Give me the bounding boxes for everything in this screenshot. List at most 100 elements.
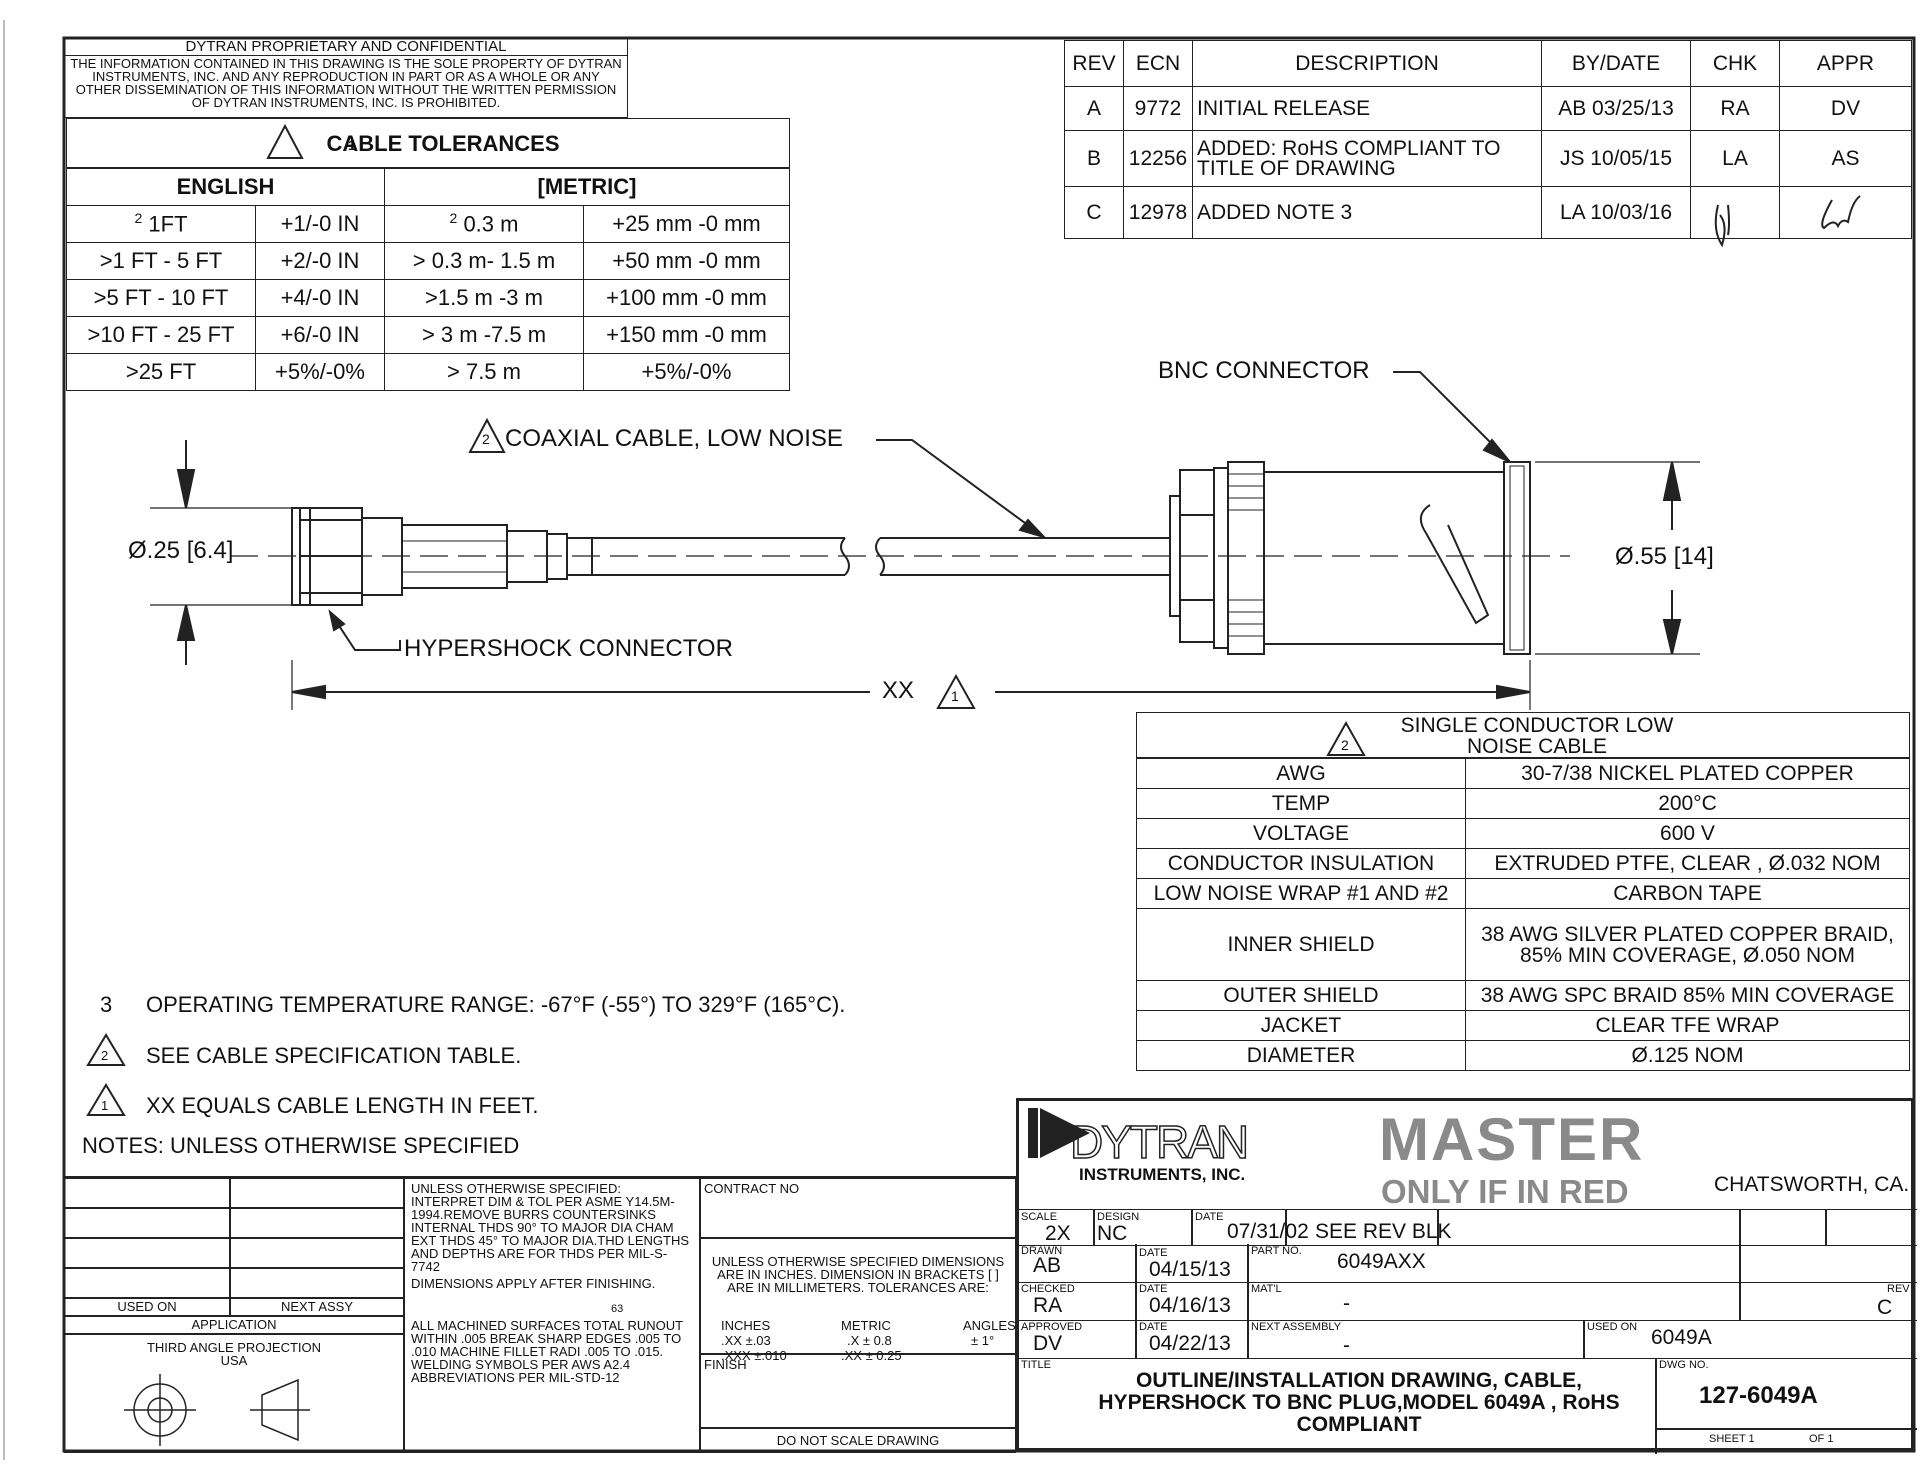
spec-flag-number: 2 xyxy=(1341,737,1349,753)
general-notes: UNLESS OTHERWISE SPECIFIED: INTERPRET DI… xyxy=(411,1181,690,1274)
tolerances-title-text: CABLE TOLERANCES xyxy=(326,131,560,156)
tol-inches-2: .XXX ±.010 xyxy=(721,1348,787,1363)
scale-label: SCALE xyxy=(1021,1211,1058,1223)
coax-flag-number: 2 xyxy=(482,431,490,447)
drawn-date-label: DATE xyxy=(1139,1247,1168,1259)
master-stamp-subtitle: ONLY IF IN RED xyxy=(1381,1173,1629,1210)
table-row: 2 1FT +1/-0 IN 2 0.3 m +25 mm -0 mm xyxy=(66,205,790,243)
sheet-number: SHEET 1 xyxy=(1709,1433,1755,1445)
approved-label: APPROVED xyxy=(1021,1321,1083,1333)
spec-title: 2 SINGLE CONDUCTOR LOW NOISE CABLE xyxy=(1136,712,1910,758)
part-no-label: PART NO. xyxy=(1251,1245,1302,1257)
contract-no-label: CONTRACT NO xyxy=(704,1181,800,1196)
checked-label: CHECKED xyxy=(1021,1283,1075,1295)
machined-surfaces-note: ALL MACHINED SURFACES TOTAL RUNOUT WITHI… xyxy=(411,1318,683,1385)
application-label: APPLICATION xyxy=(64,1316,404,1334)
approved-date: 04/22/13 xyxy=(1149,1332,1231,1355)
projection-box: THIRD ANGLE PROJECTION USA xyxy=(64,1334,404,1453)
drawing-title: OUTLINE/INSTALLATION DRAWING, CABLE, HYP… xyxy=(1098,1369,1620,1436)
note-1: XX EQUALS CABLE LENGTH IN FEET. xyxy=(146,1093,539,1118)
see-rev-block: SEE REV BLK xyxy=(1315,1220,1452,1243)
confidential-title: DYTRAN PROPRIETARY AND CONFIDENTIAL xyxy=(65,39,627,56)
table-row: >1 FT - 5 FT+2/-0 IN> 0.3 m- 1.5 m+50 mm… xyxy=(66,242,790,280)
location-label: CHATSWORTH, CA. xyxy=(1714,1173,1910,1196)
used-on-value: 6049A xyxy=(1651,1326,1712,1349)
design-date-label: DATE xyxy=(1195,1211,1224,1223)
rev-label: REV xyxy=(1887,1283,1910,1295)
tol-metric-2: .XX ± 0.25 xyxy=(841,1348,902,1363)
dwg-no-label: DWG NO. xyxy=(1659,1359,1709,1371)
next-assy-label: NEXT ASSY xyxy=(230,1298,404,1316)
metric-header: [METRIC] xyxy=(384,168,790,206)
surface-finish-value: 63 xyxy=(611,1303,624,1315)
projection-country: USA xyxy=(220,1353,248,1368)
design-label: DESIGN xyxy=(1097,1211,1140,1223)
note-3-number: 3 xyxy=(100,992,113,1017)
approved-date-label: DATE xyxy=(1139,1321,1168,1333)
used-on-label: USED ON xyxy=(64,1298,230,1316)
length-flag-number: 1 xyxy=(951,688,959,704)
do-not-scale: DO NOT SCALE DRAWING xyxy=(700,1428,1016,1453)
checked-date: 04/16/13 xyxy=(1149,1294,1231,1317)
part-no-value: 6049AXX xyxy=(1337,1250,1426,1273)
matl-label: MAT'L xyxy=(1251,1283,1282,1295)
finish-label: FINISH xyxy=(704,1357,747,1372)
tol-inches-1: .XX ±.03 xyxy=(721,1333,771,1348)
table-row: >10 FT - 25 FT+6/-0 IN> 3 m -7.5 m+150 m… xyxy=(66,316,790,354)
approved-value: DV xyxy=(1033,1332,1063,1355)
title-label: TITLE xyxy=(1021,1359,1051,1371)
table-row: >5 FT - 10 FT+4/-0 IN>1.5 m -3 m+100 mm … xyxy=(66,279,790,317)
cable-tolerances-table: 1 CABLE TOLERANCES ENGLISH [METRIC] 2 1F… xyxy=(66,118,790,391)
used-on-title-label: USED ON xyxy=(1587,1321,1638,1333)
spec-title-text: SINGLE CONDUCTOR LOW NOISE CABLE xyxy=(1400,714,1674,758)
tol-metric-header: METRIC xyxy=(841,1318,891,1333)
tolerance-box: UNLESS OTHERWISE SPECIFIED DIMENSIONS AR… xyxy=(700,1238,1016,1362)
tol-angles: ± 1° xyxy=(971,1333,995,1348)
title-block-left: USED ON NEXT ASSY APPLICATION THIRD ANGL… xyxy=(64,1176,1016,1453)
right-diameter-label: Ø.55 [14] xyxy=(1615,543,1714,570)
dwg-no-value: 127-6049A xyxy=(1699,1382,1818,1409)
contract-box: CONTRACT NO xyxy=(700,1178,1016,1238)
dimensions-note: UNLESS OTHERWISE SPECIFIED DIMENSIONS AR… xyxy=(711,1254,1005,1295)
third-angle-projection-symbol xyxy=(124,1374,310,1446)
master-stamp: MASTER xyxy=(1379,1106,1645,1173)
drawn-date: 04/15/13 xyxy=(1149,1258,1231,1281)
company-subtitle: INSTRUMENTS, INC. xyxy=(1079,1165,1246,1184)
coaxial-cable-label: COAXIAL CABLE, LOW NOISE xyxy=(505,425,843,452)
note-2-flag-number: 2 xyxy=(101,1048,109,1063)
svg-text:DYTRAN: DYTRAN xyxy=(1070,1116,1247,1168)
title-block-right: INSTRUMENTS, INC. MASTER ONLY IF IN RED … xyxy=(1016,1098,1917,1454)
design-value: NC xyxy=(1097,1222,1128,1245)
scale-value: 2X xyxy=(1045,1222,1071,1245)
dimensions-after-finishing: DIMENSIONS APPLY AFTER FINISHING. xyxy=(411,1276,656,1291)
design-date: 07/31/02 xyxy=(1227,1220,1309,1243)
next-assembly-value: - xyxy=(1343,1334,1350,1357)
bnc-connector-label: BNC CONNECTOR xyxy=(1158,357,1370,384)
checked-value: RA xyxy=(1033,1294,1063,1317)
hypershock-connector-label: HYPERSHOCK CONNECTOR xyxy=(404,635,733,662)
tol-metric-1: .X ± 0.8 xyxy=(847,1333,892,1348)
drawn-value: AB xyxy=(1033,1254,1062,1277)
tol-angles-header: ANGLES xyxy=(963,1318,1016,1333)
left-diameter-label: Ø.25 [6.4] xyxy=(128,537,234,564)
confidential-text: THE INFORMATION CONTAINED IN THIS DRAWIN… xyxy=(70,56,622,110)
finish-box: FINISH xyxy=(700,1354,1016,1428)
tol-inches-header: INCHES xyxy=(721,1318,771,1333)
tolerances-flag-number: 1 xyxy=(348,137,356,153)
table-row: >25 FT+5%/-0%> 7.5 m+5%/-0% xyxy=(66,353,790,391)
general-notes-box: UNLESS OTHERWISE SPECIFIED: INTERPRET DI… xyxy=(404,1178,700,1453)
notes-header: NOTES: UNLESS OTHERWISE SPECIFIED xyxy=(82,1133,520,1158)
length-label: XX xyxy=(882,677,915,704)
